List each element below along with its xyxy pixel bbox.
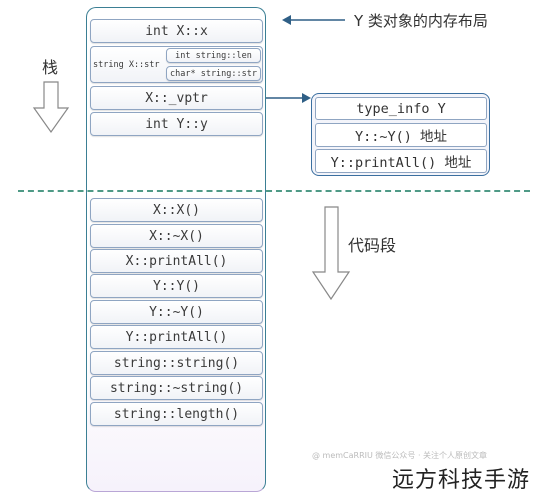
field-string-str: char* string::str: [166, 66, 261, 81]
type-info-dtor-address: Y::~Y() 地址: [315, 123, 487, 147]
type-info-printall-address: Y::printAll() 地址: [315, 149, 487, 173]
field-string-x-label: string X::str: [93, 59, 160, 70]
type-info-header: type_info Y: [315, 97, 487, 120]
field-vptr: X::_vptr: [90, 86, 263, 110]
layout-title-label: Y 类对象的内存布局: [354, 12, 488, 30]
vptr-pointer-arrow: [266, 93, 311, 103]
title-pointer-arrow: [282, 15, 345, 25]
code-item: X::printAll(): [90, 249, 263, 273]
field-string-len: int string::len: [166, 48, 261, 63]
code-item: Y::Y(): [90, 274, 263, 298]
stack-label: 栈: [42, 58, 59, 77]
code-item: string::string(): [90, 351, 263, 375]
code-item: X::X(): [90, 198, 263, 222]
code-item: string::~string(): [90, 376, 263, 400]
code-item: Y::~Y(): [90, 300, 263, 324]
code-segment-label: 代码段: [348, 236, 397, 255]
watermark-text: @ memCaRRIU 微信公众号 · 关注个人原创文章: [312, 451, 488, 460]
code-item: string::length(): [90, 402, 263, 426]
brand-watermark: 远方科技手游: [392, 468, 531, 493]
field-int-y: int Y::y: [90, 112, 263, 136]
code-item: Y::printAll(): [90, 325, 263, 349]
field-int-x: int X::x: [90, 19, 263, 43]
code-down-arrow-icon: [311, 206, 351, 301]
code-item: X::~X(): [90, 224, 263, 248]
stack-down-arrow-icon: [32, 81, 70, 134]
segment-divider: [18, 190, 530, 192]
